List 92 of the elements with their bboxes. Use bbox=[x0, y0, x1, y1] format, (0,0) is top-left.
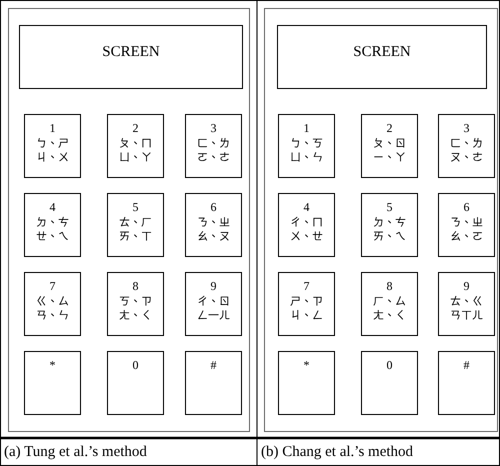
key-number: 0 bbox=[386, 358, 394, 373]
key-number: 3 bbox=[210, 121, 218, 136]
key-button bbox=[24, 272, 81, 336]
phonetic-symbols: ㄐ、ㄥ bbox=[289, 309, 324, 323]
phonetic-symbols: ㄉ、ㄘ bbox=[35, 216, 70, 230]
phonetic-symbols: ㄥ一ㄦ bbox=[196, 309, 231, 323]
key-button bbox=[361, 114, 418, 178]
key-number: 7 bbox=[48, 279, 56, 294]
caption: (a) Tung et al.’s method bbox=[4, 444, 147, 461]
phonetic-symbols: ㄅ、ㄎ bbox=[289, 137, 324, 151]
phonetic-symbols: ㄈ、ㄌ bbox=[449, 137, 484, 151]
key-number: 1 bbox=[302, 121, 310, 136]
key-button bbox=[438, 114, 495, 178]
key-button bbox=[278, 272, 335, 336]
key-number: 9 bbox=[462, 279, 470, 294]
key-button bbox=[107, 272, 164, 336]
key-number: 4 bbox=[48, 200, 56, 215]
phonetic-symbols: ㄉ、ㄘ bbox=[372, 216, 407, 230]
key-number: # bbox=[210, 358, 218, 373]
key-number: 6 bbox=[462, 200, 470, 215]
key-button bbox=[361, 351, 418, 415]
key-number: 1 bbox=[48, 121, 56, 136]
key-number: 5 bbox=[386, 200, 394, 215]
key-button bbox=[24, 114, 81, 178]
phonetic-symbols: ㄛ、ㄜ bbox=[196, 151, 231, 165]
phonetic-symbols: ㄞ、ㄟ bbox=[372, 230, 407, 244]
key-number: * bbox=[48, 358, 56, 373]
key-number: 5 bbox=[132, 200, 140, 215]
phonetic-symbols: ㄔ、ㄇ bbox=[289, 216, 324, 230]
phone-keypad-panel bbox=[264, 8, 498, 432]
screen-label: SCREEN bbox=[352, 44, 412, 61]
phonetic-symbols: ㄕ、ㄗ bbox=[289, 295, 324, 309]
phonetic-symbols: ㄝ、ㄟ bbox=[35, 230, 70, 244]
phonetic-symbols: ㄎ、ㄗ bbox=[118, 295, 153, 309]
key-number: 8 bbox=[132, 279, 140, 294]
phonetic-symbols: ㄞ、ㄒ bbox=[118, 230, 153, 244]
screen-box bbox=[19, 25, 243, 89]
phonetic-symbols: ㄤ、ㄑ bbox=[118, 309, 153, 323]
key-number: 4 bbox=[302, 200, 310, 215]
phonetic-symbols: ㄠ、ㄛ bbox=[449, 230, 484, 244]
phone-keypad-panel bbox=[8, 8, 250, 432]
phonetic-symbols: ㄆ、ㄇ bbox=[118, 137, 153, 151]
screen-label: SCREEN bbox=[101, 44, 161, 61]
phonetic-symbols: ㄠ、ㄡ bbox=[196, 230, 231, 244]
caption: (b) Chang et al.’s method bbox=[261, 444, 414, 461]
phonetic-symbols: ㄊ、ㄍ bbox=[449, 295, 484, 309]
key-button bbox=[185, 351, 242, 415]
key-button bbox=[24, 351, 81, 415]
key-button bbox=[438, 272, 495, 336]
phonetic-symbols: ㄢ、ㄣ bbox=[35, 309, 70, 323]
phonetic-symbols: ㄋ、ㄓ bbox=[449, 216, 484, 230]
key-number: 7 bbox=[302, 279, 310, 294]
phonetic-symbols: ㄡ、ㄜ bbox=[449, 151, 484, 165]
phonetic-symbols: ㄤ、ㄑ bbox=[372, 309, 407, 323]
key-button bbox=[361, 272, 418, 336]
key-number: 0 bbox=[132, 358, 140, 373]
phonetic-symbols: ㄏ、ㄙ bbox=[372, 295, 407, 309]
key-number: 3 bbox=[462, 121, 470, 136]
screen-box bbox=[277, 25, 487, 89]
key-button bbox=[185, 272, 242, 336]
key-button bbox=[107, 193, 164, 257]
key-number: 2 bbox=[132, 121, 140, 136]
phonetic-symbols: ㄆ、ㄖ bbox=[372, 137, 407, 151]
phonetic-symbols: ㄩ、ㄚ bbox=[118, 151, 153, 165]
key-number: 9 bbox=[210, 279, 218, 294]
key-number: * bbox=[302, 358, 310, 373]
key-number: 2 bbox=[386, 121, 394, 136]
phonetic-symbols: ㄊ、ㄏ bbox=[118, 216, 153, 230]
phonetic-symbols: ㄔ、ㄖ bbox=[196, 295, 231, 309]
key-button bbox=[278, 114, 335, 178]
key-button bbox=[438, 351, 495, 415]
key-button bbox=[438, 193, 495, 257]
key-button bbox=[107, 114, 164, 178]
key-button bbox=[107, 351, 164, 415]
phonetic-symbols: ㄋ、ㄓ bbox=[196, 216, 231, 230]
phonetic-symbols: ㄐ、ㄨ bbox=[35, 151, 70, 165]
phonetic-symbols: ㄧ、ㄚ bbox=[372, 151, 407, 165]
phonetic-symbols: ㄍ、ㄙ bbox=[35, 295, 70, 309]
key-button bbox=[24, 193, 81, 257]
key-number: 6 bbox=[210, 200, 218, 215]
phonetic-symbols: ㄢㄒㄦ bbox=[449, 309, 484, 323]
phonetic-symbols: ㄅ、ㄕ bbox=[35, 137, 70, 151]
key-number: 8 bbox=[386, 279, 394, 294]
key-number: # bbox=[462, 358, 470, 373]
key-button bbox=[361, 193, 418, 257]
key-button bbox=[185, 193, 242, 257]
phonetic-symbols: ㄨ、ㄝ bbox=[289, 230, 324, 244]
key-button bbox=[278, 351, 335, 415]
phonetic-symbols: ㄩ、ㄣ bbox=[289, 151, 324, 165]
key-button bbox=[185, 114, 242, 178]
key-button bbox=[278, 193, 335, 257]
phonetic-symbols: ㄈ、ㄌ bbox=[196, 137, 231, 151]
